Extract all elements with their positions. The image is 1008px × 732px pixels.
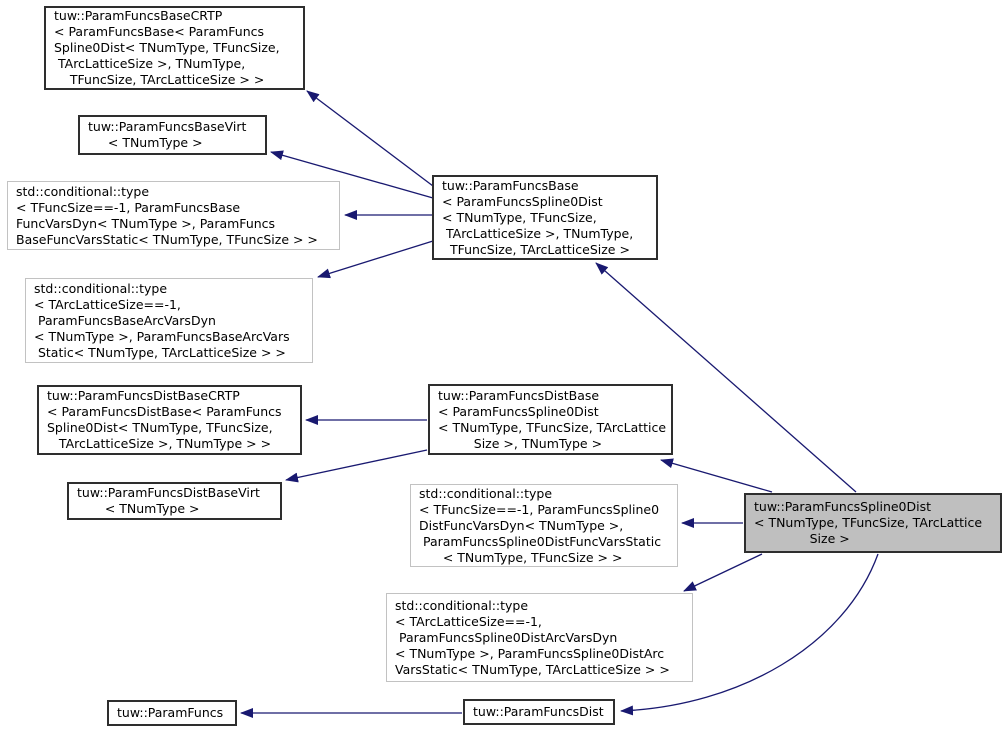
node-param-funcs-dist-base-crtp[interactable]: tuw::ParamFuncsDistBaseCRTP < ParamFuncs… bbox=[37, 385, 302, 455]
edge-base-to-base-virt bbox=[270, 150, 434, 199]
node-conditional-base-arc-vars: std::conditional::type < TArcLatticeSize… bbox=[25, 278, 313, 363]
node-param-funcs[interactable]: tuw::ParamFuncs bbox=[107, 700, 237, 726]
node-param-funcs-dist[interactable]: tuw::ParamFuncsDist bbox=[463, 699, 615, 725]
edge-distbase-to-dist-virt bbox=[285, 449, 428, 483]
node-conditional-spline0dist-func-vars: std::conditional::type < TFuncSize==-1, … bbox=[410, 484, 678, 567]
node-conditional-base-func-vars: std::conditional::type < TFuncSize==-1, … bbox=[7, 181, 340, 250]
node-conditional-spline0dist-arc-vars: std::conditional::type < TArcLatticeSize… bbox=[386, 593, 693, 682]
edge-spline-to-cond-arc bbox=[683, 553, 763, 592]
node-param-funcs-spline0dist-current: tuw::ParamFuncsSpline0Dist < TNumType, T… bbox=[744, 493, 1002, 553]
edge-spline-to-distbase bbox=[660, 458, 773, 493]
node-param-funcs-dist-base-virt[interactable]: tuw::ParamFuncsDistBaseVirt < TNumType > bbox=[67, 482, 282, 520]
node-param-funcs-base-virt[interactable]: tuw::ParamFuncsBaseVirt < TNumType > bbox=[78, 115, 267, 155]
node-param-funcs-base[interactable]: tuw::ParamFuncsBase < ParamFuncsSpline0D… bbox=[432, 175, 658, 260]
edge-spline-to-base bbox=[595, 262, 857, 493]
node-param-funcs-base-crtp[interactable]: tuw::ParamFuncsBaseCRTP < ParamFuncsBase… bbox=[44, 6, 305, 90]
edge-base-to-base-crtp bbox=[306, 90, 434, 187]
node-param-funcs-dist-base[interactable]: tuw::ParamFuncsDistBase < ParamFuncsSpli… bbox=[428, 384, 673, 455]
edge-spline-to-dist bbox=[620, 553, 879, 716]
edge-base-to-cond-arc-vars bbox=[317, 240, 434, 279]
